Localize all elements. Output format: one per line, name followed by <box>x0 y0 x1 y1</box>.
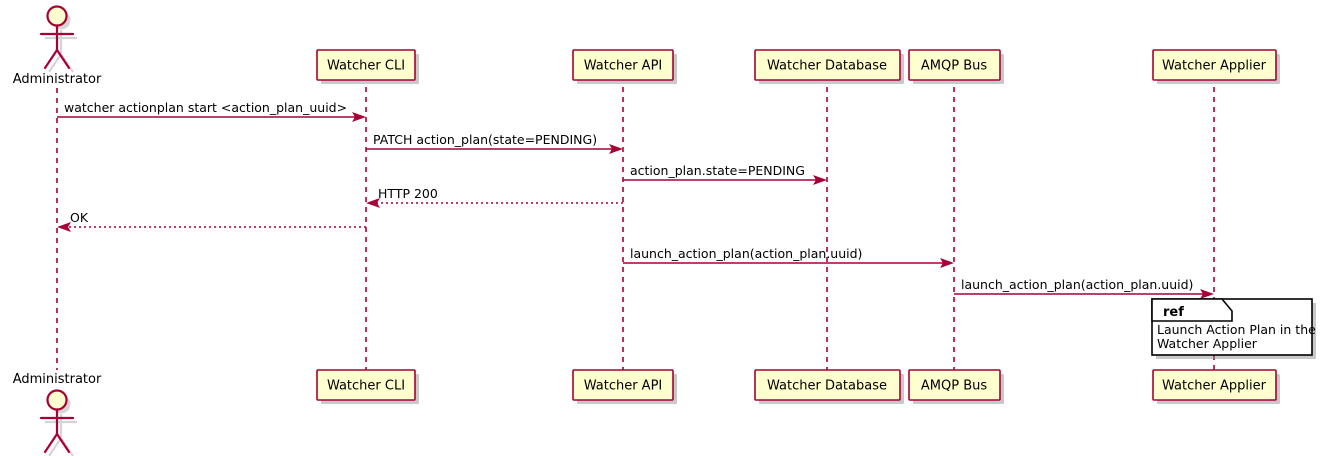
actor-administrator-top: Administrator <box>13 5 102 87</box>
participant-boxes-bottom: Watcher CLI Watcher API Watcher Database… <box>316 369 1280 404</box>
participant-box-watcher-applier-bottom[interactable]: Watcher Applier <box>1152 369 1280 404</box>
participant-label-watcher-database-top: Watcher Database <box>767 59 887 74</box>
ref-body-line-2: Watcher Applier <box>1157 336 1258 351</box>
message-3-arrowhead-icon <box>813 175 827 185</box>
actor-leg-left-line <box>43 48 59 70</box>
actor-administrator-bottom: Administrator <box>13 372 102 456</box>
lifelines-group <box>56 87 1215 370</box>
actor-head-icon-bottom <box>46 389 68 411</box>
message-6-label: launch_action_plan(action_plan.uuid) <box>630 246 862 261</box>
message-4-label: HTTP 200 <box>378 186 438 201</box>
participant-label-watcher-cli-bottom: Watcher CLI <box>327 379 405 394</box>
participant-label-watcher-api-top: Watcher API <box>584 59 663 74</box>
message-7-arrowhead-icon <box>1200 289 1214 299</box>
ref-body-line-1: Launch Action Plan in the <box>1157 322 1316 337</box>
message-2-patch-action-plan: PATCH action_plan(state=PENDING) <box>366 132 623 154</box>
message-2-label: PATCH action_plan(state=PENDING) <box>373 132 597 147</box>
ref-tab-label: ref <box>1163 305 1184 320</box>
message-4-http-200: HTTP 200 <box>366 186 623 208</box>
participant-label-amqp-bus-bottom: AMQP Bus <box>921 379 987 394</box>
ref-fragment-launch-action-plan[interactable]: ref Launch Action Plan in the Watcher Ap… <box>1151 298 1316 359</box>
participant-label-watcher-applier-bottom: Watcher Applier <box>1162 379 1267 394</box>
participant-label-watcher-database-bottom: Watcher Database <box>767 379 887 394</box>
participant-box-watcher-cli-bottom[interactable]: Watcher CLI <box>316 369 419 404</box>
message-7-launch-action-plan-to-applier: launch_action_plan(action_plan.uuid) <box>954 277 1214 299</box>
participant-box-watcher-database-bottom[interactable]: Watcher Database <box>754 369 904 404</box>
participant-box-watcher-applier-top[interactable]: Watcher Applier <box>1152 49 1280 84</box>
message-1-arrowhead-icon <box>352 112 366 122</box>
message-5-ok: OK <box>57 210 366 232</box>
message-3-action-plan-state-pending: action_plan.state=PENDING <box>623 163 827 185</box>
participant-box-watcher-api-bottom[interactable]: Watcher API <box>572 369 677 404</box>
participant-label-watcher-api-bottom: Watcher API <box>584 379 663 394</box>
message-4-arrowhead-icon <box>366 198 380 208</box>
actor-leg-left-line-bottom <box>43 432 59 454</box>
message-2-arrowhead-icon <box>609 144 623 154</box>
participant-box-watcher-database-top[interactable]: Watcher Database <box>754 49 904 84</box>
message-7-label: launch_action_plan(action_plan.uuid) <box>961 277 1193 292</box>
participant-label-watcher-applier-top: Watcher Applier <box>1162 59 1267 74</box>
actor-label-bottom: Administrator <box>13 372 102 387</box>
message-5-arrowhead-icon <box>57 222 71 232</box>
message-1-watcher-actionplan-start: watcher actionplan start <action_plan_uu… <box>57 100 366 122</box>
message-6-arrowhead-icon <box>940 258 954 268</box>
participant-label-amqp-bus-top: AMQP Bus <box>921 59 987 74</box>
message-6-launch-action-plan-to-bus: launch_action_plan(action_plan.uuid) <box>623 246 954 268</box>
actor-leg-right-line <box>55 48 71 70</box>
actor-label-top: Administrator <box>13 72 102 87</box>
participant-boxes-top: Watcher CLI Watcher API Watcher Database… <box>316 49 1280 84</box>
participant-box-amqp-bus-bottom[interactable]: AMQP Bus <box>908 369 1004 404</box>
message-1-label: watcher actionplan start <action_plan_uu… <box>64 100 347 115</box>
participant-box-watcher-api-top[interactable]: Watcher API <box>572 49 677 84</box>
actor-leg-right-line-bottom <box>55 432 71 454</box>
participant-label-watcher-cli-top: Watcher CLI <box>327 59 405 74</box>
ref-tab-shape <box>1151 298 1233 322</box>
participant-box-watcher-cli-top[interactable]: Watcher CLI <box>316 49 419 84</box>
message-3-label: action_plan.state=PENDING <box>630 163 805 178</box>
message-5-label: OK <box>70 210 89 225</box>
actor-head-icon <box>46 5 68 27</box>
participant-box-amqp-bus-top[interactable]: AMQP Bus <box>908 49 1004 84</box>
